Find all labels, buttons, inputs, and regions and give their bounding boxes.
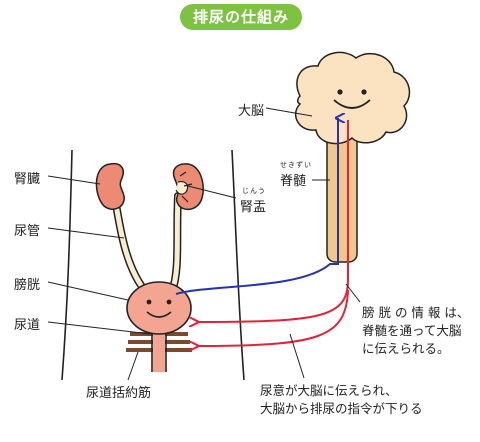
leader-bladder bbox=[47, 281, 129, 301]
note-bladder-info-line-3: に伝えられる。 bbox=[362, 341, 450, 356]
signal-brain-to-bladder bbox=[196, 120, 349, 322]
label-spinal-cord: 脊髄 bbox=[280, 174, 307, 189]
note-brain-command-line-1: 尿意が大脳に伝えられ、 bbox=[260, 383, 398, 398]
ruby-renal-pelvis: じんう bbox=[242, 187, 266, 195]
body-outline-left bbox=[61, 149, 73, 381]
spinal-cord bbox=[326, 133, 358, 263]
page-title: 排尿の仕組み bbox=[192, 8, 289, 26]
signal-brain-to-sphincter bbox=[196, 289, 349, 346]
leader-brain bbox=[265, 107, 313, 117]
title-badge bbox=[180, 4, 302, 30]
label-renal-pelvis: 腎盂 bbox=[240, 200, 267, 215]
note-bladder-info: 膀 胱 の 情 報 は、 脊髄を通って大脳 に伝えられる。 bbox=[362, 304, 469, 358]
leader-note-1 bbox=[345, 283, 361, 303]
signal-bladder-to-brain bbox=[175, 118, 338, 295]
urethra-fill bbox=[153, 326, 165, 372]
leader-kidney bbox=[47, 175, 101, 185]
bladder bbox=[126, 281, 192, 335]
label-bladder: 膀胱 bbox=[14, 278, 41, 293]
label-ureter: 尿管 bbox=[14, 224, 41, 239]
ruby-spinal-cord: せきずい bbox=[280, 161, 312, 169]
leader-urethra bbox=[47, 321, 151, 335]
note-brain-command: 尿意が大脳に伝えられ、 大脳から排尿の指令が下りる bbox=[260, 382, 423, 418]
label-sphincter: 尿道括約筋 bbox=[86, 386, 152, 401]
leader-pelvis bbox=[187, 185, 237, 199]
renal-pelvis bbox=[175, 171, 193, 203]
note-bladder-info-line-1: 膀 胱 の 情 報 は、 bbox=[362, 305, 470, 320]
label-kidney: 腎臓 bbox=[14, 172, 41, 187]
note-brain-command-line-2: 大脳から排尿の指令が下りる bbox=[260, 401, 423, 416]
leader-ureter bbox=[47, 227, 125, 239]
kidney-left bbox=[95, 162, 125, 210]
body-outline-right bbox=[231, 149, 245, 381]
leader-note-2 bbox=[289, 333, 305, 379]
note-bladder-info-line-2: 脊髄を通って大脳 bbox=[362, 323, 462, 338]
label-brain: 大脳 bbox=[238, 104, 265, 119]
leader-sphincter bbox=[127, 351, 139, 381]
label-urethra: 尿道 bbox=[14, 318, 41, 333]
brain bbox=[295, 51, 411, 145]
